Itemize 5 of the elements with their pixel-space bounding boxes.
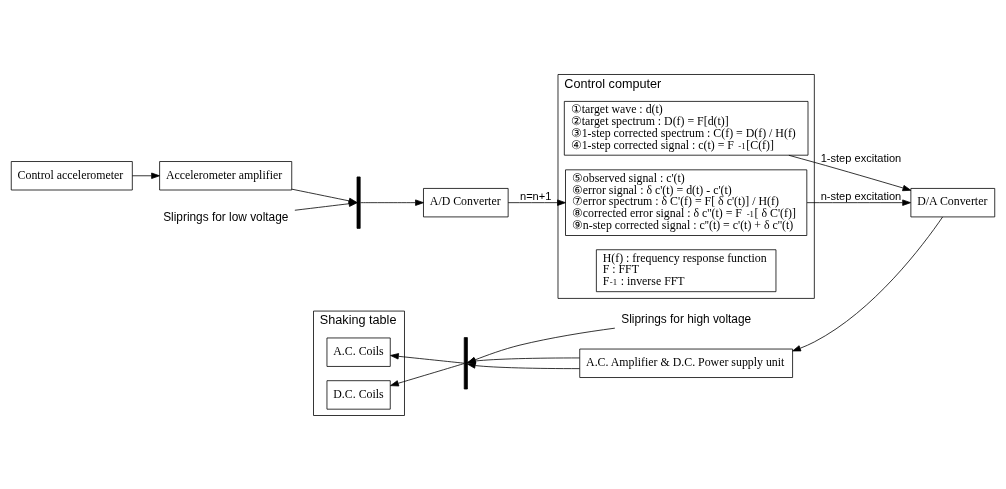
node-text: Sliprings for high voltage (621, 311, 752, 326)
edge-label: n=n+1 (520, 189, 552, 202)
edge-label: n-step excitation (820, 189, 902, 202)
node-text: Sliprings for low voltage (163, 209, 289, 224)
edge-label: 1-step excitation (820, 151, 902, 164)
